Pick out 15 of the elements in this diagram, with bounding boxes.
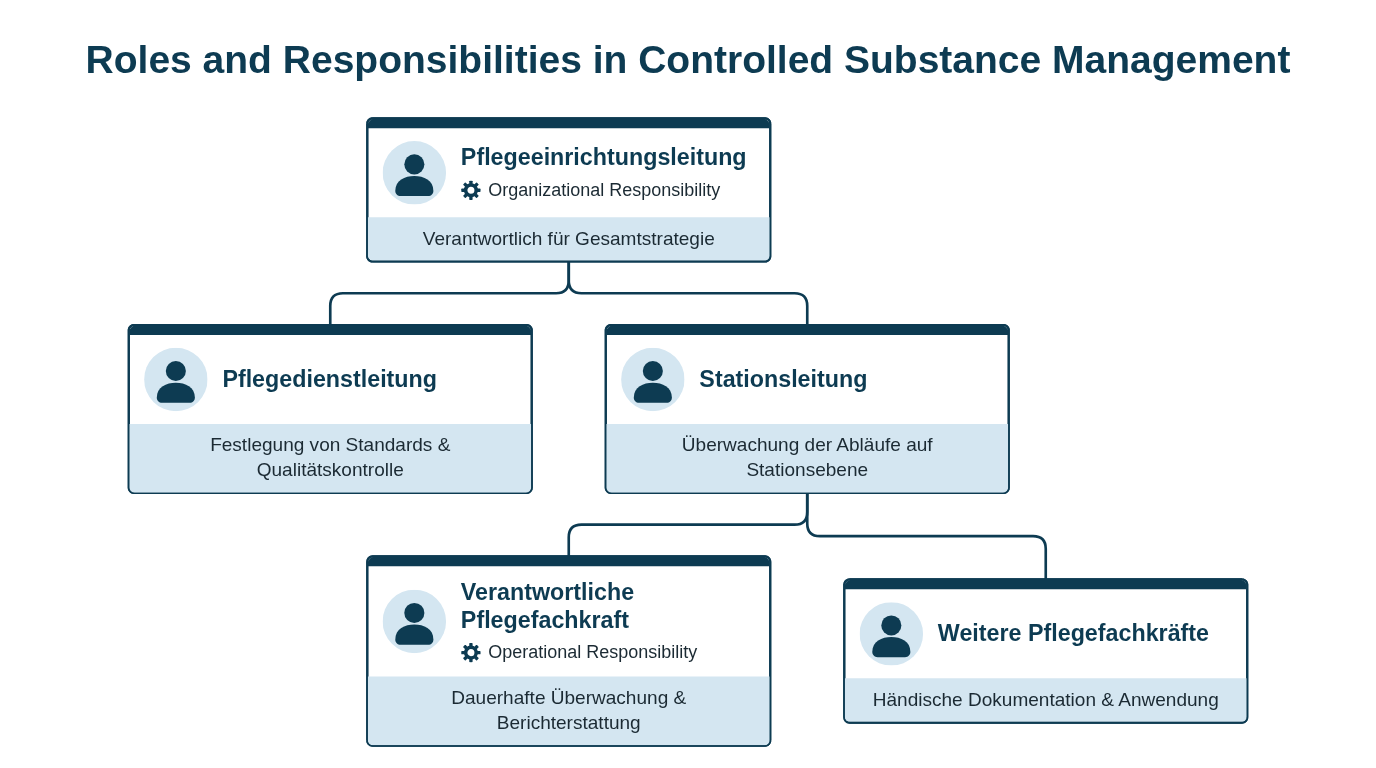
connector-line (805, 492, 1048, 580)
role-title: Verantwortliche Pflegefachkraft (460, 579, 636, 635)
responsibility-label: Operational Responsibility (488, 642, 698, 664)
task-description: Festlegung von Standards & Qualitätskontrolle (129, 423, 532, 493)
role-title: Weitere Pflegefachkräfte (937, 619, 1209, 648)
task-description: Verantwortlich für Gesamtstrategie (367, 217, 770, 261)
title: Roles and Responsibilities in Controlled Substance Management (85, 38, 1291, 82)
role-title: Pflegeeinrichtungsleitung (460, 144, 747, 173)
role-title: Stationsleitung (699, 365, 868, 394)
task-description: Händische Dokumentation & Anwendung (844, 678, 1247, 723)
responsibility-label: Organizational Responsibility (488, 179, 721, 202)
task-description: Überwachung der Abläufe auf Stationsebene (606, 423, 1009, 493)
task-description: Dauerhafte Überwachung & Berichterstattung (367, 676, 770, 746)
connector-line (567, 261, 809, 325)
role-title: Pflegedienstleitung (222, 365, 437, 394)
